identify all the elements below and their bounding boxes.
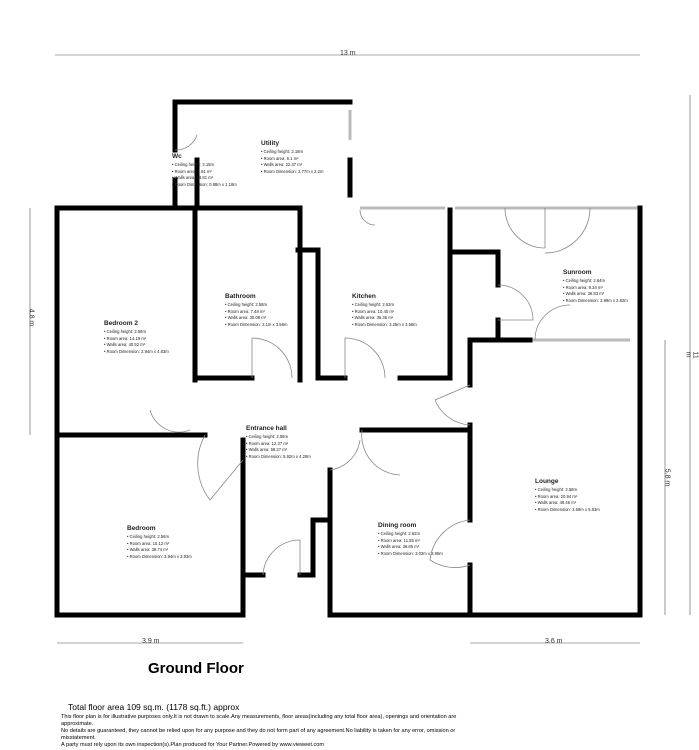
room-name: Bedroom 2 xyxy=(104,320,138,327)
dim-bottom-left: 3.9 m xyxy=(142,638,160,645)
room-detail: • Room Dimension: 0.88m x 1.18m xyxy=(172,181,237,187)
room-detail: • Room area: 12.37 m² xyxy=(246,440,289,446)
room-detail: • Room Dimension: 2.1m x 3.56m xyxy=(225,321,288,327)
room-detail: • Room area: 20.94 m² xyxy=(535,493,578,499)
room-kitchen: Kitchen • Ceiling height: 2.53m• Room ar… xyxy=(352,292,417,328)
room-detail: • Walls area: 58.27 m² xyxy=(246,447,288,452)
room-detail: • Walls area: 39.74 m² xyxy=(127,547,169,552)
room-dining-room: Dining room • Ceiling height: 2.62m• Roo… xyxy=(378,521,443,557)
room-detail: • Room Dimension: 2.77m x 2.2m xyxy=(261,168,324,174)
room-detail: • Ceiling height: 2.15m xyxy=(172,162,214,167)
room-detail: • Room area: 9.34 m² xyxy=(563,284,603,290)
room-name: Kitchen xyxy=(352,293,376,300)
door-swings xyxy=(149,134,591,576)
room-detail: • Ceiling height: 2.58m xyxy=(225,302,267,307)
dim-right: 11 m xyxy=(684,351,699,359)
dim-top: 13 m xyxy=(340,50,356,57)
room-name: Entrance hall xyxy=(246,425,287,432)
room-name: Dining room xyxy=(378,522,417,529)
room-detail: • Room Dimension: 3.99m x 2.82m xyxy=(563,297,628,303)
room-lounge: Lounge • Ceiling height: 2.58m• Room are… xyxy=(535,477,600,513)
room-detail: • Walls area: 36.83 m² xyxy=(563,291,605,296)
room-detail: • Ceiling height: 2.56m xyxy=(127,534,169,539)
room-detail: • Walls area: 35.35 m² xyxy=(352,315,394,320)
room-bathroom: Bathroom • Ceiling height: 2.58m• Room a… xyxy=(225,292,287,328)
room-detail: • Ceiling height: 2.64m xyxy=(563,278,605,283)
disclaimer: This floor plan is for illustrative purp… xyxy=(61,714,461,749)
room-sunroom: Sunroom • Ceiling height: 2.64m• Room ar… xyxy=(563,268,628,304)
room-detail: • Room Dimension: 3.94m x 3.93m xyxy=(127,553,192,559)
room-bedroom: Bedroom • Ceiling height: 2.56m• Room ar… xyxy=(127,524,192,560)
room-detail: • Ceiling height: 2.18m xyxy=(261,149,303,154)
room-name: Sunroom xyxy=(563,269,592,276)
room-detail: • Room Dimension: 3.03m x 3.95m xyxy=(378,550,443,556)
room-detail: • Ceiling height: 2.56m xyxy=(246,434,288,439)
room-detail: • Room area: 14.19 m² xyxy=(104,335,147,341)
dim-bottom-right: 3.6 m xyxy=(545,638,563,645)
walls xyxy=(54,99,643,618)
dimension-lines xyxy=(29,54,691,644)
floor-title: Ground Floor xyxy=(148,660,244,677)
room-detail: • Ceiling height: 2.62m xyxy=(378,531,420,536)
room-entrance-hall: Entrance hall • Ceiling height: 2.56m• R… xyxy=(246,424,311,460)
room-detail: • Walls area: 22.37 m² xyxy=(261,162,303,167)
room-detail: • Walls area: 13.81 m² xyxy=(172,175,214,180)
dim-right-inner: 5.8 m xyxy=(663,468,671,487)
room-bedroom-2: Bedroom 2 • Ceiling height: 2.56m• Room … xyxy=(104,319,169,355)
room-detail: • Room Dimension: 3.59m x 5.83m xyxy=(535,506,600,512)
room-detail: • Walls area: 30.08 m² xyxy=(225,315,267,320)
total-floor-area: Total floor area 109 sq.m. (1178 sq.ft.)… xyxy=(68,702,240,712)
room-utility: Utility • Ceiling height: 2.18m• Room ar… xyxy=(261,139,323,175)
disclaimer-line: This floor plan is for illustrative purp… xyxy=(61,714,457,727)
room-name: Bathroom xyxy=(225,293,256,300)
room-detail: • Room Dimension: 2.94m x 4.83m xyxy=(104,348,169,354)
dim-left: 4.8 m xyxy=(27,308,35,327)
room-name: Utility xyxy=(261,140,280,147)
room-wc: Wc • Ceiling height: 2.15m• Room area: 1… xyxy=(172,152,237,188)
room-detail: • Room area: 10.45 m² xyxy=(352,308,395,314)
room-detail: • Room Dimension: 5.92m x 4.28m xyxy=(246,453,311,459)
room-detail: • Walls area: 40.52 m² xyxy=(104,342,146,347)
room-detail: • Room area: 6.1 m² xyxy=(261,155,299,161)
disclaimer-line: No details are guaranteed, they cannot b… xyxy=(61,728,456,741)
disclaimer-line: A party must rely upon its own inspectio… xyxy=(61,742,325,748)
room-detail: • Room Dimension: 3.25m x 3.58m xyxy=(352,321,417,327)
room-name: Bedroom xyxy=(127,525,156,532)
room-detail: • Ceiling height: 2.53m xyxy=(352,302,394,307)
room-detail: • Ceiling height: 2.58m xyxy=(535,487,577,492)
room-detail: • Ceiling height: 2.56m xyxy=(104,329,146,334)
room-name: Lounge xyxy=(535,478,559,485)
room-detail: • Walls area: 36.85 m² xyxy=(378,544,420,549)
room-name: Wc xyxy=(172,153,182,160)
room-detail: • Walls area: 49.46 m² xyxy=(535,500,577,505)
room-detail: • Room area: 1.91 m² xyxy=(172,168,212,174)
room-detail: • Room area: 7.48 m² xyxy=(225,308,265,314)
room-detail: • Room area: 15.12 m² xyxy=(127,540,170,546)
room-detail: • Room area: 11.55 m² xyxy=(378,537,420,543)
